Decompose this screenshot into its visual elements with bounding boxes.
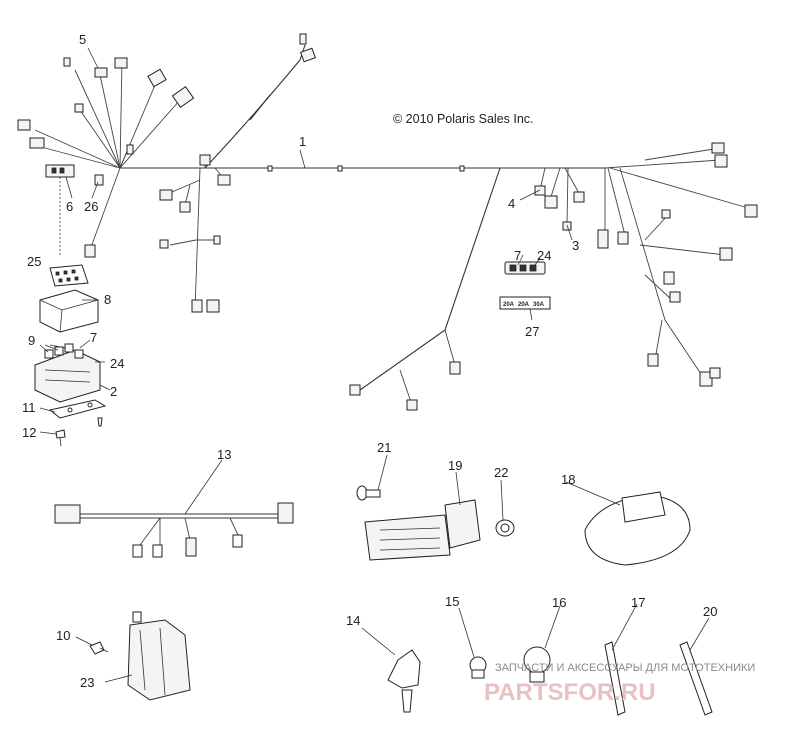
callout-6: 6 bbox=[66, 199, 73, 214]
loop-clamp-16 bbox=[523, 646, 551, 683]
callout-27: 27 bbox=[525, 324, 539, 339]
fuse-label-1: 20A bbox=[503, 302, 515, 308]
callout-23: 23 bbox=[80, 675, 94, 690]
callout-14: 14 bbox=[346, 613, 360, 628]
fuse-box-cover-8 bbox=[39, 289, 99, 333]
callout-15: 15 bbox=[445, 594, 459, 609]
callout-5: 5 bbox=[79, 32, 86, 47]
leader-lines bbox=[39, 47, 710, 683]
watermark-logo: PARTSFOR.RU bbox=[484, 679, 656, 706]
relay-connector-6 bbox=[45, 164, 104, 255]
callout-10: 10 bbox=[56, 628, 70, 643]
watermark-tagline: ЗАПЧАСТИ И АКСЕССУАРЫ ДЛЯ МОТОТЕХНИКИ bbox=[495, 662, 755, 674]
callout-17: 17 bbox=[631, 595, 645, 610]
harness-clip-14 bbox=[387, 649, 421, 713]
fuse-assembly-7-24 bbox=[504, 261, 546, 275]
main-harness bbox=[17, 33, 758, 411]
callout-19: 19 bbox=[448, 458, 462, 473]
callout-labels: 1 5 6 26 4 3 7 24 27 25 8 9 7 24 2 11 12… bbox=[22, 32, 717, 690]
callout-24-left: 24 bbox=[110, 356, 124, 371]
callout-18: 18 bbox=[561, 472, 575, 487]
callout-3: 3 bbox=[572, 238, 579, 253]
callout-1: 1 bbox=[299, 134, 306, 149]
callout-9: 9 bbox=[28, 333, 35, 348]
callout-22: 22 bbox=[494, 465, 508, 480]
screw-12 bbox=[55, 429, 66, 447]
callout-7-right: 7 bbox=[514, 248, 521, 263]
fuse-strip-25 bbox=[49, 264, 89, 287]
grommet-22 bbox=[495, 519, 515, 537]
screw-10 bbox=[89, 641, 109, 655]
callout-7-left: 7 bbox=[90, 330, 97, 345]
foam-pad-18 bbox=[584, 491, 691, 566]
callout-20: 20 bbox=[703, 604, 717, 619]
ecu-23 bbox=[127, 611, 191, 701]
p-clamp-15 bbox=[469, 656, 487, 679]
callout-12: 12 bbox=[22, 425, 36, 440]
callout-11: 11 bbox=[22, 400, 36, 415]
callout-26: 26 bbox=[84, 199, 98, 214]
push-rivet-21 bbox=[356, 485, 381, 501]
cable-tie-17 bbox=[604, 641, 626, 716]
fuse-label-2: 20A bbox=[518, 302, 530, 308]
fuse-label-3: 30A bbox=[533, 302, 545, 308]
mounting-bracket-11 bbox=[48, 399, 107, 427]
callout-25: 25 bbox=[27, 254, 41, 269]
callout-16: 16 bbox=[552, 595, 566, 610]
callout-4: 4 bbox=[508, 196, 515, 211]
callout-24-right: 24 bbox=[537, 248, 551, 263]
callout-21: 21 bbox=[377, 440, 391, 455]
voltage-regulator-19 bbox=[364, 499, 481, 561]
sub-harness-13 bbox=[54, 502, 294, 558]
fuse-label-27: 20A 20A 30A bbox=[499, 296, 551, 310]
callout-2: 2 bbox=[110, 384, 117, 399]
fuse-box-2 bbox=[34, 343, 101, 403]
copyright-notice: © 2010 Polaris Sales Inc. bbox=[393, 112, 534, 126]
callout-8: 8 bbox=[104, 292, 111, 307]
callout-13: 13 bbox=[217, 447, 231, 462]
watermark: ЗАПЧАСТИ И АКСЕССУАРЫ ДЛЯ МОТОТЕХНИКИ PA… bbox=[484, 662, 755, 706]
cable-tie-20 bbox=[679, 641, 713, 716]
